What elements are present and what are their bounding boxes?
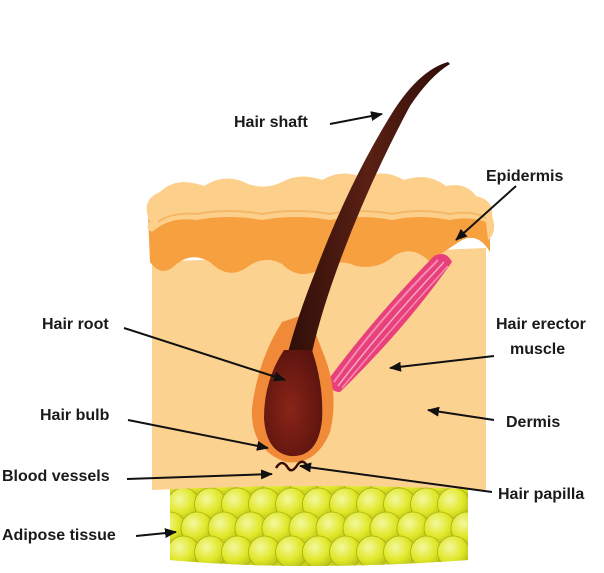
label-hair-bulb: Hair bulb [40,407,110,424]
pointer-arrows [123,111,517,539]
label-dermis: Dermis [506,414,561,431]
label-epidermis: Epidermis [486,168,564,185]
epidermis-orange-layer [148,208,490,275]
label-hair-root: Hair root [42,316,109,333]
hair-shaft [286,62,450,362]
label-blood-vessels: Blood vessels [2,468,110,485]
label-adipose-tissue: Adipose tissue [2,527,116,544]
label-hair-shaft: Hair shaft [234,114,308,131]
label-hair-papilla: Hair papilla [498,486,585,503]
label-hair-erector-muscle-2: muscle [510,341,566,358]
fat-globule [437,535,468,566]
hair-erector-muscle [328,254,452,392]
epidermis-top-layer [146,173,495,240]
hair-papilla [274,460,310,472]
label-hair-erector-muscle-1: Hair erector [496,316,586,333]
